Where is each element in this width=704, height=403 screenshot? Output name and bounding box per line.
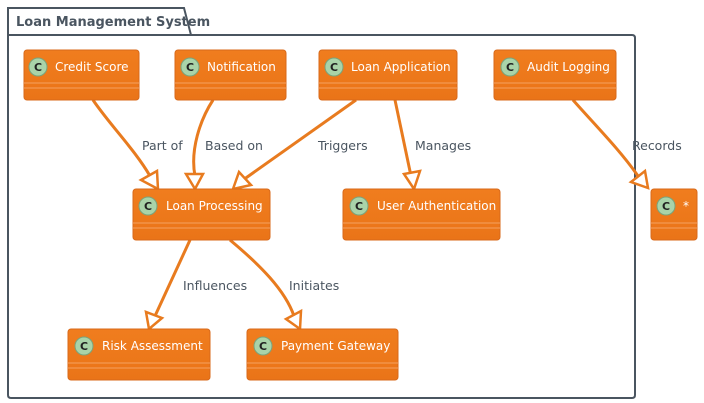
class-node-notification[interactable]: C Notification	[174, 49, 287, 101]
class-badge-icon	[253, 336, 273, 356]
class-node-label: Loan Processing	[166, 199, 263, 213]
edge-application-to-processing	[242, 98, 357, 182]
arrowhead-auth	[401, 169, 422, 192]
class-badge-letter: C	[330, 61, 338, 74]
class-badge-letter: C	[80, 340, 88, 353]
arrowhead-notification	[183, 172, 206, 192]
class-badge-icon	[180, 57, 200, 77]
class-badge-icon	[656, 196, 676, 216]
class-badge-icon	[324, 57, 344, 77]
edge-credit-to-processing	[91, 99, 152, 177]
class-badge-letter: C	[144, 200, 152, 213]
edge-label-manages: Manages	[415, 138, 471, 153]
class-node-label: Notification	[207, 60, 276, 74]
class-badge-letter: C	[355, 200, 363, 213]
class-node-label: Credit Score	[55, 60, 129, 74]
arrowhead-payment	[283, 308, 303, 332]
edge-processing-to-risk	[153, 239, 192, 317]
class-node-label: Payment Gateway	[281, 339, 390, 353]
package-title: Loan Management System	[16, 15, 210, 30]
class-node-loan-application[interactable]: C Loan Application	[318, 49, 458, 101]
class-node-audit-logging[interactable]: C Audit Logging	[493, 49, 617, 101]
edges	[91, 98, 650, 332]
edge-label-based-on: Based on	[205, 138, 263, 153]
package-loan-management-system: Loan Management System	[7, 7, 636, 399]
edge-notification-to-processing	[192, 99, 215, 177]
class-node-label: Audit Logging	[527, 60, 610, 74]
class-badge-letter: C	[259, 340, 267, 353]
class-badge-icon	[74, 336, 94, 356]
class-node-risk-assessment[interactable]: C Risk Assessment	[67, 328, 211, 381]
class-badge-letter: C	[662, 200, 670, 213]
arrowhead-credit	[138, 168, 160, 192]
class-node-credit-score[interactable]: C Credit Score	[23, 49, 140, 101]
edge-label-part-of: Part of	[142, 138, 183, 153]
class-node-user-authentication[interactable]: C User Authentication	[342, 188, 501, 241]
edge-application-to-auth	[393, 99, 413, 177]
arrowhead-risk	[144, 310, 165, 332]
class-node-loan-processing[interactable]: C Loan Processing	[132, 188, 271, 241]
edge-label-initiates: Initiates	[289, 278, 339, 293]
arrowhead-star	[628, 168, 650, 190]
class-badge-letter: C	[186, 61, 194, 74]
edge-label-influences: Influences	[183, 278, 247, 293]
edge-label-records: Records	[632, 138, 682, 153]
edge-audit-to-star	[571, 99, 640, 177]
class-badge-letter: C	[34, 61, 42, 74]
class-node-label: *	[683, 199, 689, 213]
edge-label-triggers: Triggers	[317, 138, 368, 153]
edge-processing-to-payment	[229, 238, 296, 317]
arrowhead-application	[231, 169, 254, 191]
class-node-star[interactable]: C *	[650, 188, 698, 241]
class-badge-icon	[138, 196, 158, 216]
edge-labels: Part of Based on Triggers Manages Record…	[142, 138, 682, 293]
class-node-label: User Authentication	[377, 199, 496, 213]
class-badge-icon	[349, 196, 369, 216]
class-badge-letter: C	[506, 61, 514, 74]
class-node-label: Loan Application	[351, 60, 451, 74]
class-badge-icon	[28, 57, 48, 77]
class-node-label: Risk Assessment	[102, 339, 203, 353]
class-badge-icon	[500, 57, 520, 77]
class-node-payment-gateway[interactable]: C Payment Gateway	[246, 328, 399, 381]
